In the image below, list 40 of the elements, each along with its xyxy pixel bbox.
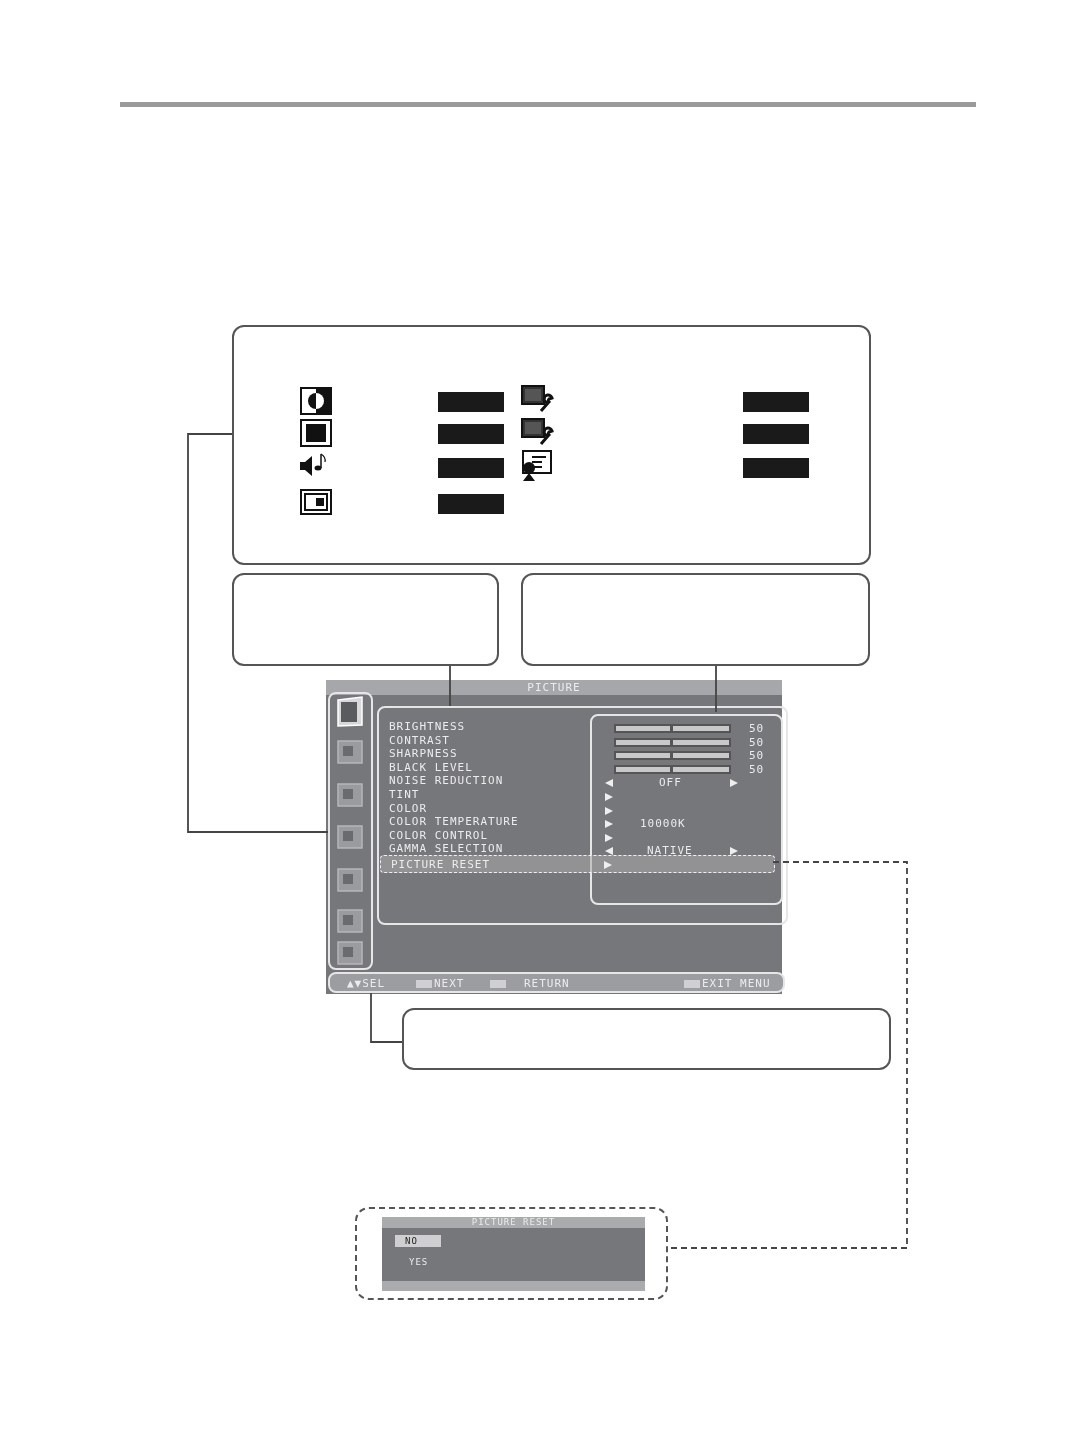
callout-box	[232, 325, 871, 565]
nav-hint: NEXT	[434, 978, 465, 990]
dialog-option: YES	[409, 1256, 429, 1268]
leader-line	[449, 665, 451, 707]
dialog-title-bar: PICTURE RESET	[382, 1217, 645, 1228]
dialog-option: NO	[395, 1235, 441, 1247]
leader-line	[187, 433, 329, 833]
menu-list-outline	[377, 706, 788, 925]
menu-item: COLOR TEMPERATURE	[389, 816, 519, 829]
dialog-callout-box	[355, 1207, 668, 1300]
callout-box	[402, 1008, 891, 1070]
leader-line	[715, 665, 717, 713]
menu-item: BLACK LEVEL	[389, 761, 473, 774]
menu-value: 50	[749, 750, 765, 763]
menu-item: COLOR	[389, 802, 428, 815]
menu-item: BRIGHTNESS	[389, 721, 466, 733]
menu-item: GAMMA SELECTION	[389, 843, 504, 856]
nav-hint: EXIT MENU	[702, 978, 771, 990]
menu-item: NOISE REDUCTION	[389, 775, 504, 788]
menu-value: NATIVE	[647, 845, 693, 858]
nav-hint: ▲▼SEL	[347, 978, 386, 990]
menu-item: PICTURE RESET	[391, 859, 491, 871]
nav-hint: RETURN	[524, 978, 570, 990]
menu-value: 50	[749, 736, 765, 749]
menu-title-bar: PICTURE	[326, 680, 782, 695]
menu-value: 50	[749, 763, 765, 776]
menu-item: CONTRAST	[389, 734, 450, 747]
menu-value: 10000K	[640, 818, 686, 831]
menu-item: COLOR CONTROL	[389, 829, 489, 842]
tab-column-outline	[328, 692, 373, 970]
leader-line	[370, 992, 403, 1043]
callout-box	[232, 573, 499, 666]
value-column-outline	[590, 714, 783, 905]
navigation-bar	[328, 972, 785, 993]
menu-item: TINT	[389, 789, 420, 801]
menu-value: OFF	[659, 777, 682, 790]
selected-row-outline	[380, 855, 775, 873]
menu-item: SHARPNESS	[389, 748, 458, 761]
callout-box	[521, 573, 870, 666]
menu-value: 50	[749, 723, 765, 735]
